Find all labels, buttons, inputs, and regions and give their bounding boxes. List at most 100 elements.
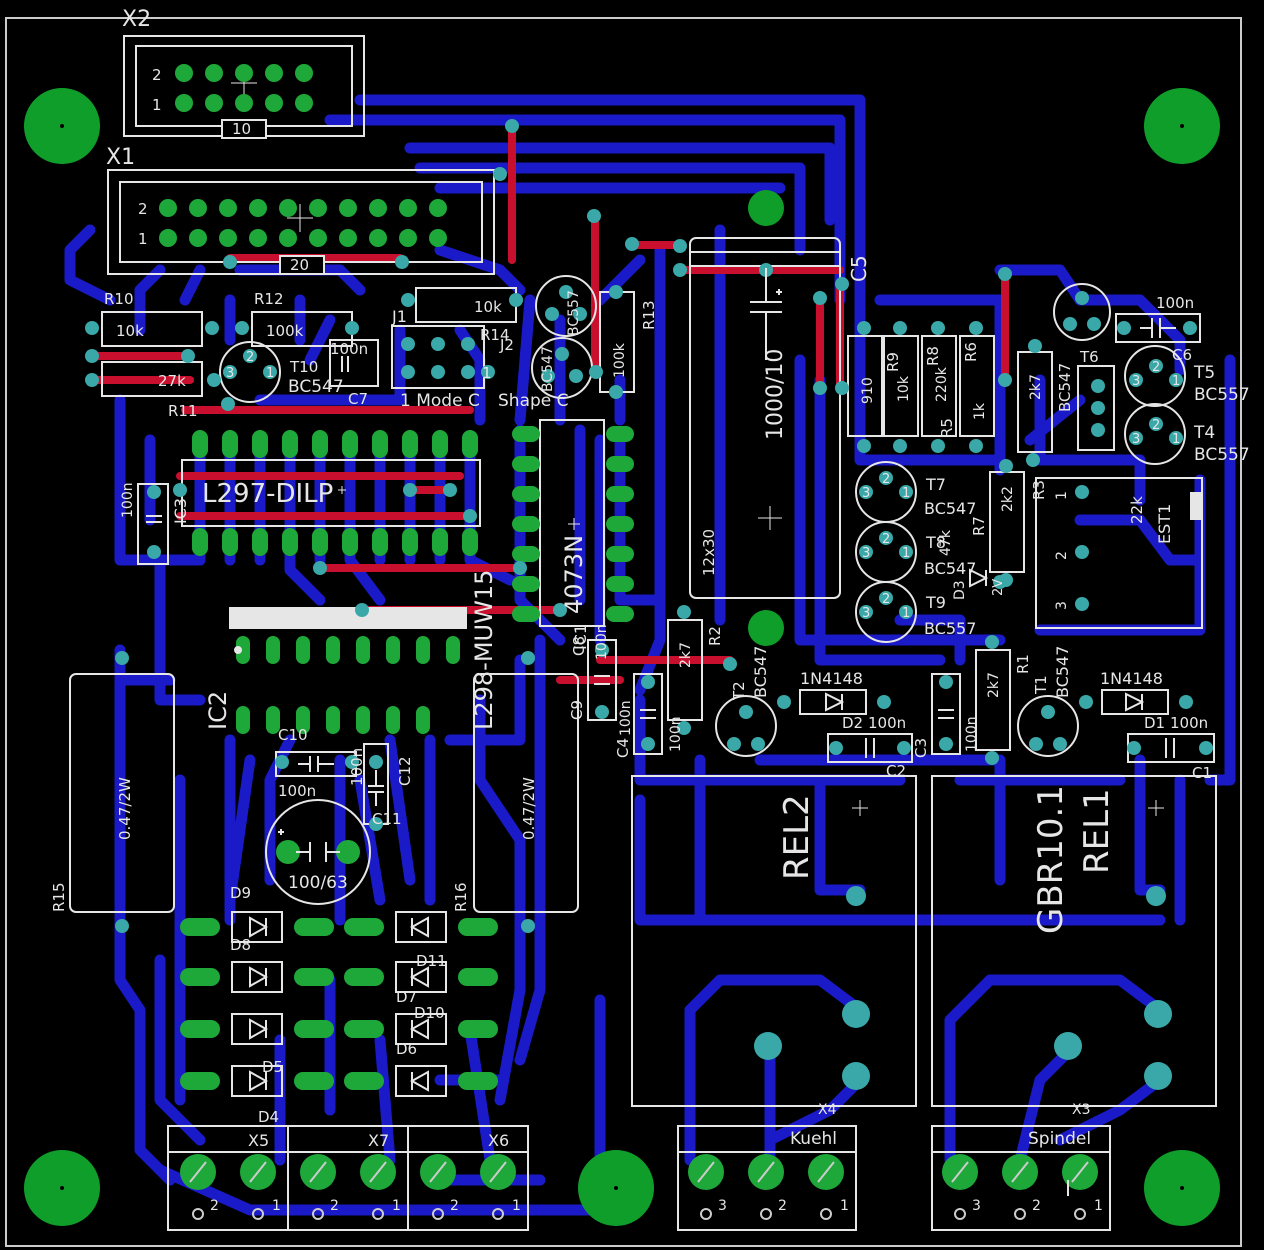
ic1-pin1: 1	[482, 364, 492, 382]
d11-label: D11	[416, 952, 447, 970]
x3-pin3: 3	[972, 1198, 981, 1214]
c2-label: C2	[886, 762, 906, 780]
ic2-outline	[229, 607, 467, 629]
t2-type: BC547	[751, 646, 770, 698]
t9-pin1: 1	[902, 606, 910, 621]
t8-type: BC547	[924, 559, 976, 578]
c1-label: C1	[1192, 764, 1212, 782]
est1-tab	[1190, 492, 1202, 520]
t9-label: T9	[925, 593, 946, 612]
d7-label: D7	[396, 988, 417, 1006]
c9-label: C9	[568, 700, 586, 720]
t7-pin1: 1	[902, 486, 910, 501]
est1-outline	[1035, 477, 1203, 629]
heatsink-label: 12x30	[700, 529, 718, 576]
r15-outline	[69, 673, 175, 913]
ic2-name: IC2	[204, 691, 232, 730]
c4-label: C4	[614, 738, 632, 758]
j3-type: BC557	[566, 290, 582, 336]
t7-type: BC547	[924, 499, 976, 518]
d6-label: D6	[396, 1040, 417, 1058]
ic3-name: IC3	[171, 498, 190, 524]
c11-outline	[265, 799, 371, 905]
d8-label: D8	[230, 936, 251, 954]
j1-mode-label: 1 Mode C	[400, 391, 480, 411]
x5-x7-x6-outline	[167, 1125, 529, 1231]
c2-value: 100n	[868, 714, 906, 732]
r10-outline	[101, 311, 203, 347]
c8-value: 100n	[594, 624, 610, 660]
c5-pad-top	[748, 190, 784, 226]
t9-pin2: 2	[882, 592, 890, 607]
d5-label: D5	[262, 1058, 283, 1076]
x7-pin1: 1	[392, 1198, 401, 1214]
t4-pin2: 2	[1152, 418, 1160, 433]
t5-pin1: 1	[1172, 374, 1180, 389]
r11-value: 27k	[158, 372, 186, 390]
t4-type: BC557	[1194, 445, 1250, 465]
ic1-pins	[512, 426, 634, 622]
vias	[85, 119, 1213, 1090]
est1-value: 22k	[1128, 496, 1146, 524]
x4-pin1: 1	[840, 1198, 849, 1214]
c1-value: 100n	[1170, 714, 1208, 732]
r7-label: R7	[970, 516, 988, 536]
c5-value: 1000/10	[763, 349, 788, 440]
t10-pin1: 1	[266, 366, 274, 381]
silkscreen	[69, 35, 1217, 1231]
ic1-type: 4073N	[560, 535, 588, 614]
d9-label: D9	[230, 884, 251, 902]
t9-type: BC557	[924, 619, 976, 638]
r3-label: R3	[1030, 480, 1048, 500]
x1-row2-label: 2	[138, 200, 148, 218]
t1-type: BC547	[1053, 646, 1072, 698]
x3-pin1: 1	[1094, 1198, 1103, 1214]
transistor-pin-numbers: 3 2 1 3 2 1 3 2 1 3 2 1 3 2 1 3 2 1	[226, 350, 1180, 621]
d3-value: 2V	[991, 579, 1006, 596]
c7-value: 100n	[330, 340, 368, 358]
x4-outline	[677, 1125, 857, 1231]
c8-label: C8	[570, 636, 588, 656]
silk-labels: X2 2 1 10 X1 2 1 20 R10 10k R12 100k 27k…	[50, 7, 1250, 1214]
x1-pins	[159, 199, 447, 247]
t4-pin3: 3	[1132, 432, 1140, 447]
component-symbols	[146, 268, 1176, 1196]
t8-pin1: 1	[902, 546, 910, 561]
t10-type: BC547	[288, 377, 344, 397]
t4-label: T4	[1193, 423, 1215, 443]
ic1-name: IC1	[571, 624, 590, 650]
c3-label: C3	[912, 738, 930, 758]
x1-label: X1	[106, 145, 135, 170]
top-traces	[88, 122, 1009, 684]
t1-label: T1	[1032, 675, 1050, 695]
r10-label: R10	[104, 290, 134, 308]
rel1-label: REL1	[1077, 788, 1117, 874]
j1-shape-label: Shape C	[498, 391, 569, 411]
t8-label: T8	[925, 533, 946, 552]
d2-label: D2	[842, 714, 863, 732]
est1-pin1: 1	[1054, 491, 1070, 500]
t5-pin3: 3	[1132, 374, 1140, 389]
x7-pin2: 2	[330, 1198, 339, 1214]
t6-label: T6	[1079, 348, 1099, 366]
rel2-outline	[631, 775, 917, 1107]
x6-label: X6	[488, 1131, 509, 1150]
t9-pin3: 3	[862, 606, 870, 621]
d2-type: 1N4148	[800, 669, 863, 688]
t5-pin2: 2	[1152, 360, 1160, 375]
x3-text: Spindel	[1028, 1129, 1091, 1149]
t7-pin2: 2	[882, 472, 890, 487]
c12-label: C12	[396, 756, 414, 786]
r5-value: 910	[860, 377, 876, 404]
x3-pin2: 2	[1032, 1198, 1041, 1214]
x1-count-label: 20	[290, 256, 309, 274]
r3-value: 47k	[938, 529, 954, 556]
x2-count-label: 10	[232, 120, 251, 138]
ic3-type: L297-DILP	[202, 479, 333, 509]
d10-label: D10	[414, 1004, 445, 1022]
est1-pin3: 3	[1054, 601, 1070, 610]
t8-pin2: 2	[882, 532, 890, 547]
r9-label: R9	[884, 352, 902, 372]
t8-pin3: 3	[862, 546, 870, 561]
